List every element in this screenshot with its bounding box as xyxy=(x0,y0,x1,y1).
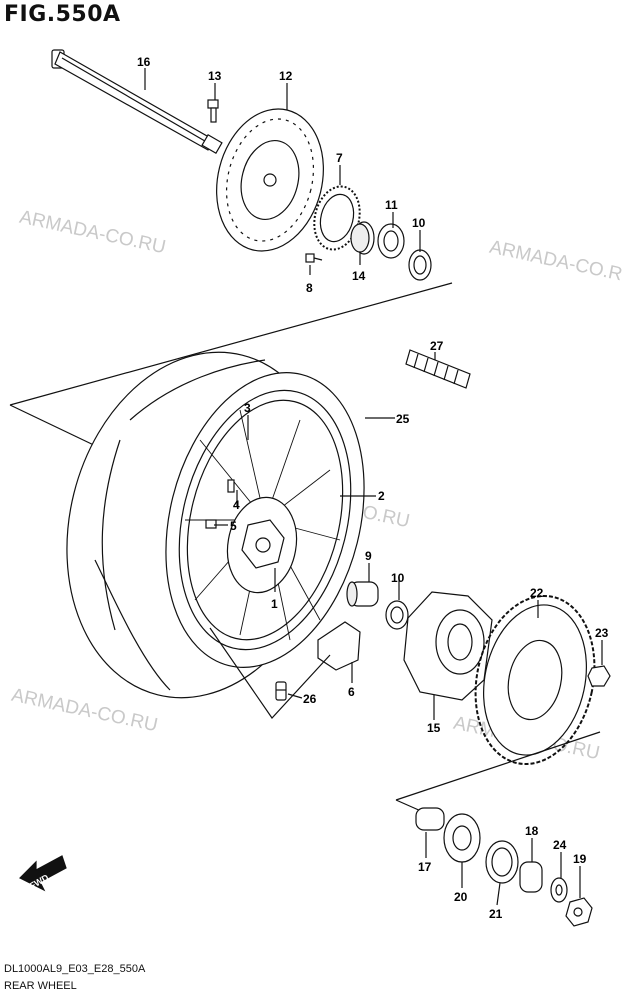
callout-label: 10 xyxy=(391,571,405,585)
rim-part[interactable] xyxy=(154,372,377,668)
callout-label: 15 xyxy=(427,721,441,735)
callout-label: 22 xyxy=(530,586,544,600)
callout-label: 7 xyxy=(336,151,343,165)
footer-code: DL1000AL9_E03_E28_550A xyxy=(4,963,146,975)
callout-label: 13 xyxy=(208,69,222,83)
callout-label: 8 xyxy=(306,281,313,295)
collar-part[interactable] xyxy=(519,861,543,893)
callout-label: 23 xyxy=(595,626,609,640)
sensor-ring-part[interactable] xyxy=(308,182,366,255)
sprocket-carrier-part[interactable] xyxy=(403,591,493,701)
spoke-nipple-part[interactable] xyxy=(227,479,235,493)
callout-label: 27 xyxy=(430,339,444,353)
oil-seal-part[interactable] xyxy=(385,600,409,630)
balancer-weight-part[interactable] xyxy=(405,349,471,389)
callout-label: 4 xyxy=(233,498,240,512)
oil-seal-part[interactable] xyxy=(408,249,432,281)
callout-label: 14 xyxy=(352,269,366,283)
callout-label: 17 xyxy=(418,860,432,874)
valve-part[interactable] xyxy=(205,519,217,529)
sprocket-nut-part[interactable] xyxy=(587,665,611,687)
bearing-part[interactable] xyxy=(377,223,405,259)
spacer-part[interactable] xyxy=(415,807,445,831)
bolt-part[interactable] xyxy=(207,99,219,123)
callout-label: 25 xyxy=(396,412,410,426)
brake-disc-part[interactable] xyxy=(202,98,338,263)
callout-label: 26 xyxy=(303,692,317,706)
callout-label: 10 xyxy=(412,216,426,230)
callout-label: 1 xyxy=(271,597,278,611)
screw-part[interactable] xyxy=(305,253,323,263)
callout-label: 5 xyxy=(230,519,237,533)
collar-part[interactable] xyxy=(346,581,379,607)
fwd-arrow-icon xyxy=(18,855,67,892)
callout-label: 11 xyxy=(385,198,398,212)
callout-label: 20 xyxy=(454,890,468,904)
spacer-part[interactable] xyxy=(350,221,375,255)
footer-name: REAR WHEEL xyxy=(4,980,77,992)
callout-label: 3 xyxy=(244,401,251,415)
callout-label: 24 xyxy=(553,838,567,852)
callout-label: 19 xyxy=(573,852,587,866)
callout-label: 2 xyxy=(378,489,385,503)
bearing-part[interactable] xyxy=(443,813,481,863)
air-valve-part[interactable] xyxy=(275,681,287,701)
callout-label: 12 xyxy=(279,69,293,83)
callout-label: 9 xyxy=(365,549,372,563)
figure-title: FIG.550A xyxy=(4,2,121,27)
callout-label: 18 xyxy=(525,824,539,838)
hub-part[interactable] xyxy=(220,492,304,598)
callout-label: 6 xyxy=(348,685,355,699)
callout-label: 21 xyxy=(489,907,503,921)
rear-axle-part[interactable] xyxy=(51,49,223,155)
oil-seal-part[interactable] xyxy=(485,840,519,884)
cush-damper-part[interactable] xyxy=(317,621,361,671)
callout-label: 16 xyxy=(137,55,151,69)
axle-nut-part[interactable] xyxy=(565,897,593,927)
rear-sprocket-part[interactable] xyxy=(461,585,610,775)
washer-part[interactable] xyxy=(550,877,568,903)
